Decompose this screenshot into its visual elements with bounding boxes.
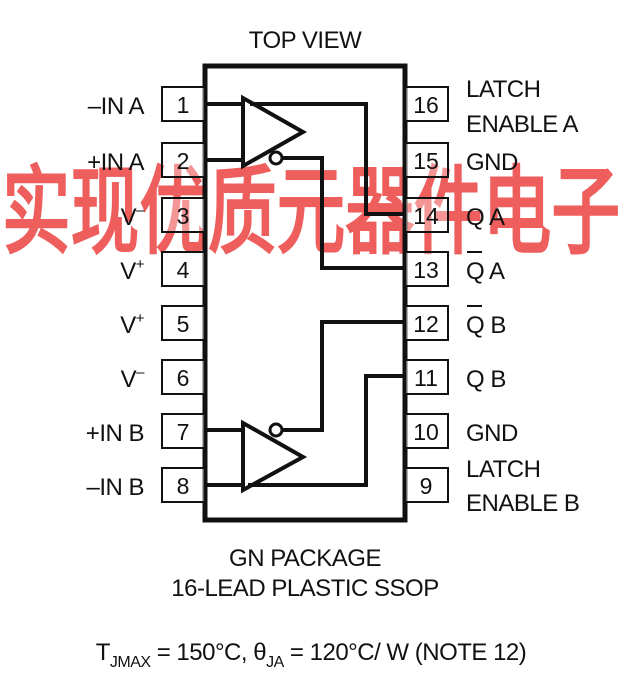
pin-box-4 <box>161 251 206 287</box>
pin-label-2: +IN A <box>87 149 144 176</box>
wire-qb-bar <box>282 320 405 432</box>
pin-number-10: 10 <box>413 419 439 445</box>
title: TOP VIEW <box>249 27 362 54</box>
pin-number-16: 16 <box>413 92 439 118</box>
pin-label-16: LATCH <box>466 76 540 103</box>
pin-number-12: 12 <box>413 311 439 337</box>
pin-number-4: 4 <box>177 257 190 283</box>
pin-number-5: 5 <box>177 311 190 337</box>
pin-label-7: +IN B <box>86 420 144 447</box>
package-body <box>202 63 408 523</box>
pin-label-9-line2: ENABLE B <box>466 490 579 517</box>
pin-box-1 <box>161 86 206 122</box>
thermal-note: TJMAX = 150°C, θJA = 120°C/ W (NOTE 12) <box>96 639 527 671</box>
pin-label-4: V+ <box>120 256 145 285</box>
pin-number-9: 9 <box>420 473 433 499</box>
pin-number-11: 11 <box>414 365 438 391</box>
package-type: 16-LEAD PLASTIC SSOP <box>171 575 438 602</box>
pin-label-1: –IN A <box>88 93 145 120</box>
pin-number-13: 13 <box>413 257 439 283</box>
comparator-b-triangle <box>241 419 308 494</box>
wire-qa-bar <box>282 156 405 270</box>
pin-box-11 <box>404 359 449 395</box>
pin-box-5 <box>161 305 206 341</box>
pin-label-14: Q A <box>466 204 505 231</box>
pin-box-8 <box>161 467 206 503</box>
pin-number-2: 2 <box>177 148 190 174</box>
pin-label-16-line2: ENABLE A <box>466 111 579 138</box>
pin-label-3: V– <box>121 202 146 231</box>
comparator-b <box>205 320 405 494</box>
pin-box-10 <box>404 413 449 449</box>
wire-qa <box>250 102 405 216</box>
pin-number-1: 1 <box>177 92 190 118</box>
left-pin-boxes <box>161 86 206 503</box>
comparator-b-inverting-bubble <box>268 422 284 438</box>
pin-box-3 <box>161 197 206 233</box>
pin-box-15 <box>404 142 449 178</box>
pin-number-6: 6 <box>177 365 190 391</box>
pin-box-6 <box>161 359 206 395</box>
comparator-a-triangle <box>241 94 308 170</box>
pin-label-11: Q B <box>466 366 506 393</box>
watermark: 实现优质元器件电子 <box>2 156 620 268</box>
pin-box-16 <box>404 86 449 122</box>
pin-number-3: 3 <box>177 203 190 229</box>
pin-box-9 <box>404 467 449 503</box>
pin-label-12: Q B <box>466 312 506 339</box>
pin-label-9: LATCH <box>466 456 540 483</box>
pin-label-10: GND <box>466 420 518 447</box>
pin-number-7: 7 <box>177 419 190 445</box>
package-name: GN PACKAGE <box>229 545 381 572</box>
pin-label-6: V– <box>121 364 146 393</box>
pin-label-13: Q A <box>466 258 505 285</box>
comparator-a <box>205 94 405 270</box>
pin-number-8: 8 <box>177 473 190 499</box>
pin-label-8: –IN B <box>86 474 144 501</box>
right-pin-boxes <box>404 86 449 503</box>
pin-box-2 <box>161 142 206 178</box>
pin-label-15: GND <box>466 149 518 176</box>
pin-number-14: 14 <box>413 203 439 229</box>
wire-qb <box>248 374 405 487</box>
pin-number-15: 15 <box>413 148 439 174</box>
pin-label-5: V+ <box>120 310 145 339</box>
